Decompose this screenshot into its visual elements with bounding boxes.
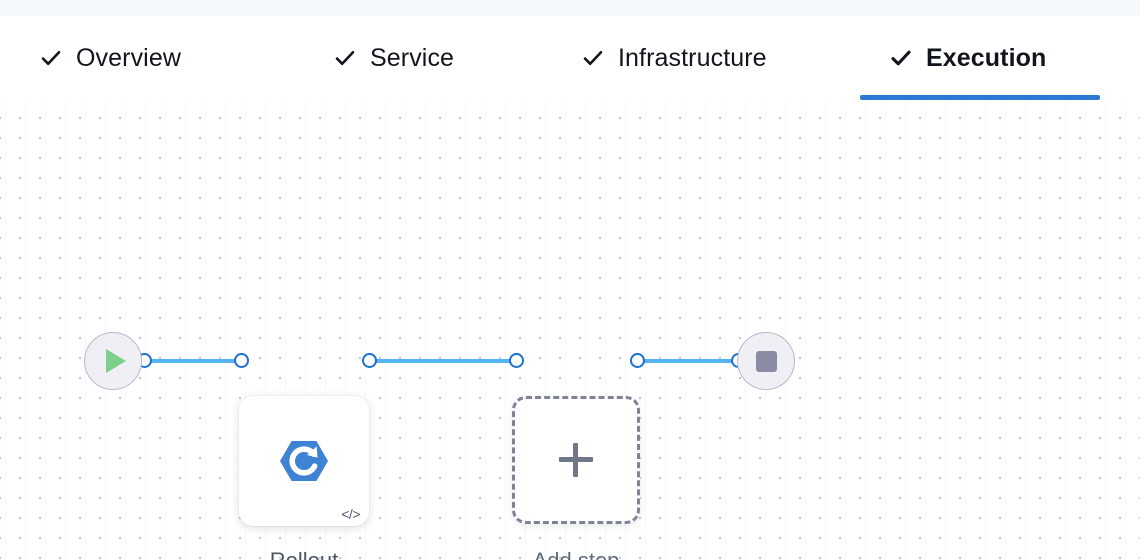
check-icon	[40, 47, 62, 69]
tab-label: Service	[370, 44, 455, 72]
connector-port[interactable]	[509, 353, 524, 368]
add-step-label: Add step	[486, 540, 666, 560]
connector-layer	[0, 100, 1140, 560]
check-icon	[582, 47, 604, 69]
tab-execution[interactable]: Execution	[888, 16, 1048, 100]
connector-port[interactable]	[234, 353, 249, 368]
rollout-deployment-step-node[interactable]: </>	[239, 396, 369, 526]
stop-icon	[755, 350, 777, 372]
tab-infrastructure[interactable]: Infrastructure	[580, 16, 769, 100]
top-canvas-strip	[0, 0, 1140, 16]
rollout-deployment-icon	[276, 433, 332, 489]
code-view-icon[interactable]: </>	[341, 506, 360, 522]
plus-icon	[559, 443, 593, 477]
step-node-label: Rollout Deployment	[209, 540, 399, 560]
connector-port[interactable]	[362, 353, 377, 368]
pipeline-start-node[interactable]	[84, 332, 142, 390]
tab-label: Execution	[926, 44, 1047, 72]
pipeline-end-node[interactable]	[737, 332, 795, 390]
add-step-node[interactable]	[512, 396, 640, 524]
check-icon	[890, 47, 912, 69]
tab-service[interactable]: Service	[332, 16, 456, 100]
active-tab-underline	[860, 95, 1100, 100]
tab-label: Overview	[76, 44, 181, 72]
pipeline-stage-tabs: Overview Service Infrastructure Executio…	[0, 16, 1140, 100]
pipeline-canvas[interactable]: </> Rollout Deployment Add step	[0, 100, 1140, 560]
check-icon	[334, 47, 356, 69]
tab-overview[interactable]: Overview	[38, 16, 183, 100]
connector-line	[637, 359, 739, 363]
tab-label: Infrastructure	[618, 44, 767, 72]
connector-port[interactable]	[630, 353, 645, 368]
connector-line	[369, 359, 517, 363]
play-icon	[106, 349, 126, 373]
connector-line	[142, 359, 242, 363]
